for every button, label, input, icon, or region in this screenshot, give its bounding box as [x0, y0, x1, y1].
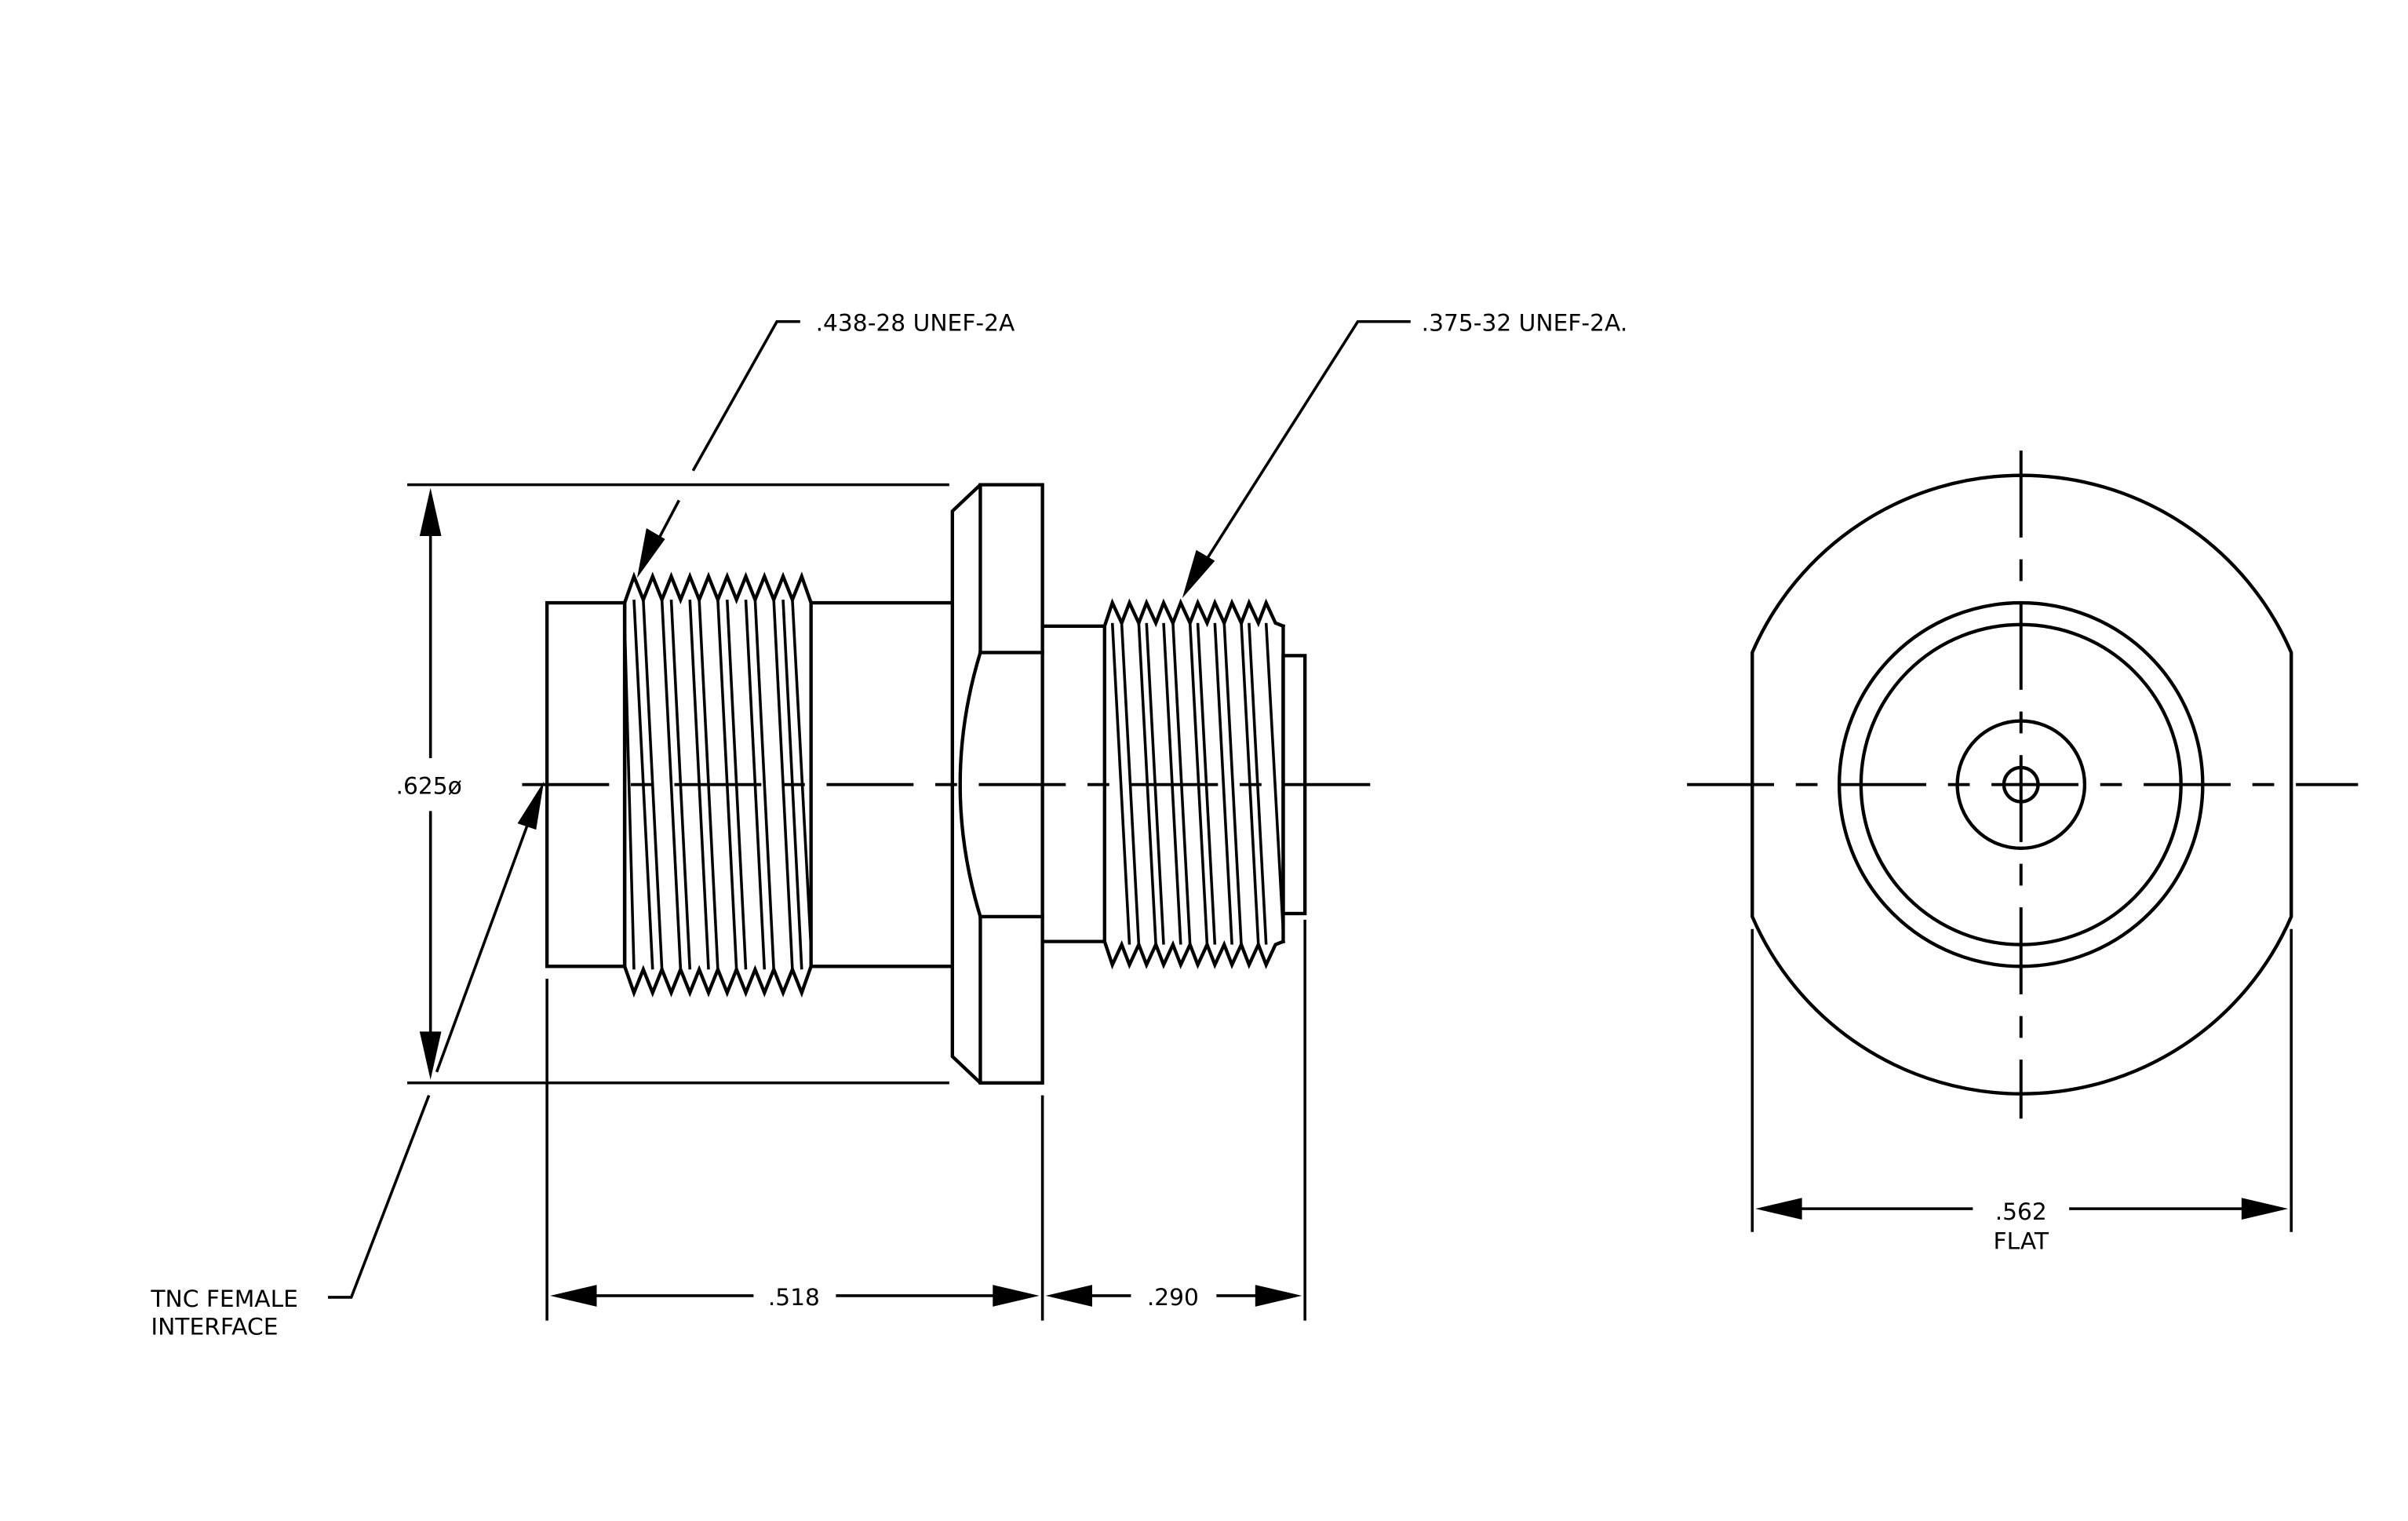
- dim-290-arrow-left: [1045, 1285, 1092, 1307]
- thread-small-arrow: [1182, 549, 1215, 599]
- mid-body: [809, 600, 954, 968]
- label-interface-line1: TNC FEMALE: [150, 1286, 298, 1313]
- flat-arrow-right: [2241, 1198, 2289, 1220]
- flat-arrow-left: [1755, 1198, 1802, 1220]
- dim-518-arrow-right: [993, 1285, 1040, 1307]
- rear-body: [1040, 624, 1106, 943]
- label-diameter: .625ø: [396, 773, 462, 801]
- dia-arrow-bottom: [419, 1031, 442, 1080]
- label-thread-large: .438-28 UNEF-2A: [816, 310, 1015, 337]
- side-view: [328, 319, 1411, 1321]
- interface-leader-arrow: [517, 781, 545, 830]
- hex-nut: [950, 483, 1044, 1085]
- dim-290-arrow-right: [1255, 1285, 1302, 1307]
- interface-leader: [435, 796, 539, 1073]
- thread-small-leader: [1197, 319, 1411, 574]
- label-flat-width: .562: [1995, 1198, 2047, 1226]
- label-length-body: .518: [768, 1284, 820, 1311]
- end-view: [1687, 450, 2359, 1232]
- dia-arrow-top: [419, 487, 442, 536]
- label-interface-line2: INTERFACE: [151, 1313, 278, 1340]
- label-thread-small: .375-32 UNEF-2A.: [1422, 310, 1628, 337]
- end-outer-profile: [1750, 473, 2293, 1096]
- thread-large-arrow: [636, 528, 665, 578]
- interface-leader-lower: [328, 1094, 431, 1299]
- label-length-rear: .290: [1147, 1284, 1199, 1311]
- label-flat-word: FLAT: [1994, 1228, 2049, 1256]
- dim-518-arrow-left: [550, 1285, 597, 1307]
- thread-large-leader: [648, 319, 800, 557]
- labels: .438-28 UNEF-2A .375-32 UNEF-2A. .625ø .…: [150, 310, 2049, 1341]
